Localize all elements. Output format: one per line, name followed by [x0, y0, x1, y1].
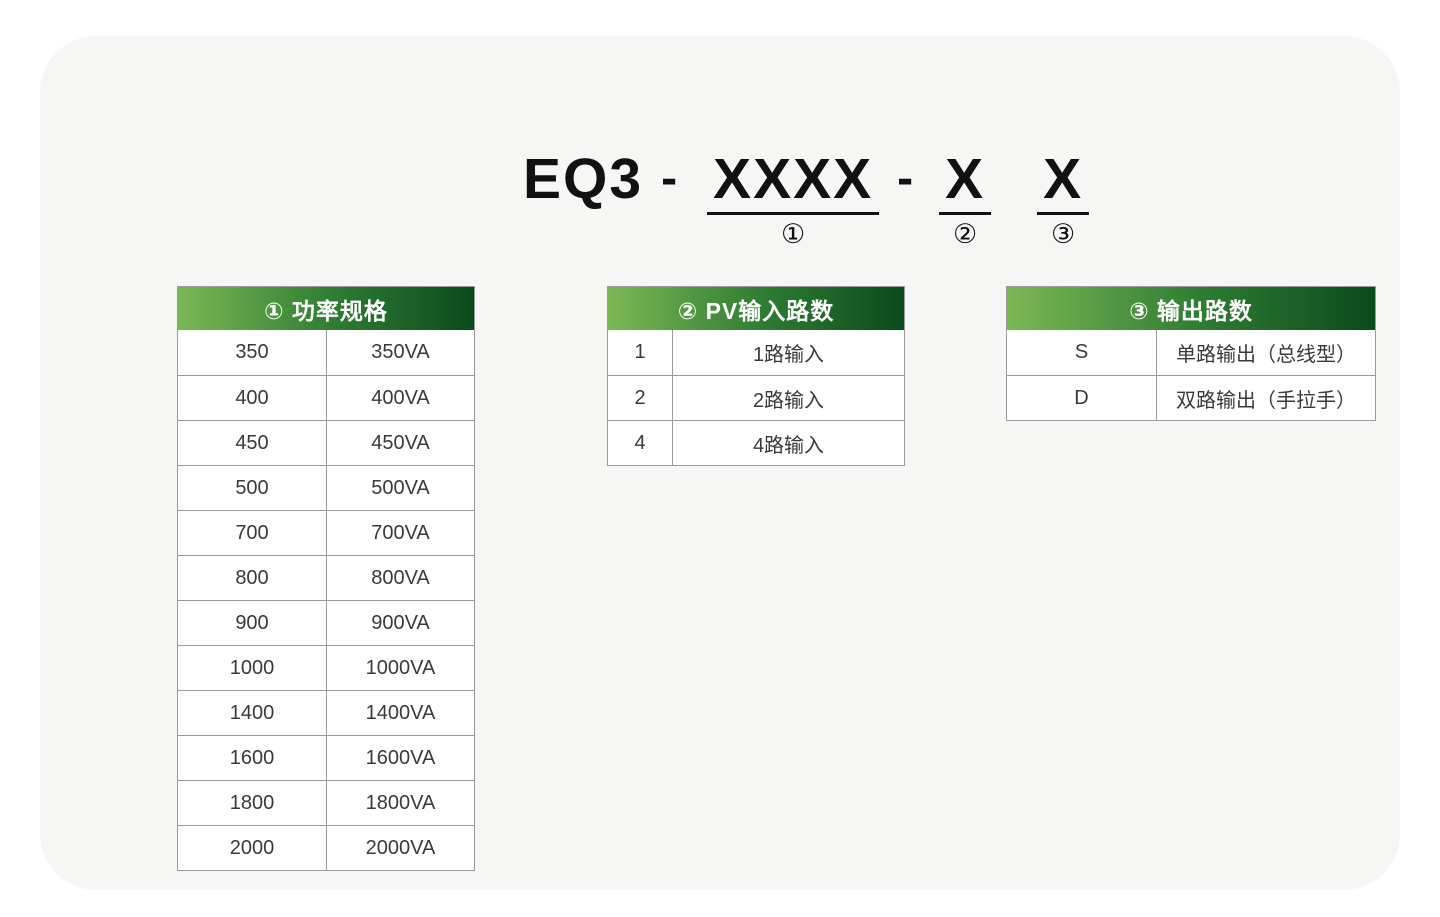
table-cell: 2000 [229, 836, 275, 859]
table-cell: 1400VA [326, 691, 474, 735]
segment-output-placeholder: X [1037, 148, 1090, 215]
table-row: 2 2路输入 [608, 375, 904, 420]
table-cell: 700 [235, 521, 269, 544]
output-type-table-body: S 单路输出（总线型） D 双路输出（手拉手） [1007, 330, 1375, 420]
marker-2-icon: ② [953, 219, 978, 249]
table-cell: 1 [634, 341, 646, 363]
segment-pv-placeholder: X [939, 148, 992, 215]
table-cell: 1000 [229, 656, 275, 679]
power-spec-table-body: 350 350VA 400 400VA 450 450VA 500 500VA 700 700VA… [178, 330, 474, 870]
separator-dash: - [661, 152, 680, 205]
table-cell: 1600 [229, 746, 275, 769]
table-row: S 单路输出（总线型） [1007, 330, 1375, 375]
model-code-title: EQ3 - XXXX ① - X ② X ③ [523, 147, 1090, 249]
table-cell: 350 [235, 341, 269, 363]
table-cell: 1000VA [326, 646, 474, 690]
table-cell: 800VA [326, 556, 474, 600]
table-cell: 双路输出（手拉手） [1156, 376, 1375, 420]
table-cell: 1800 [229, 791, 275, 814]
table-cell: 500VA [326, 466, 474, 510]
table-cell: 800 [235, 566, 269, 589]
output-type-table: ③ 输出路数 S 单路输出（总线型） D 双路输出（手拉手） [1006, 286, 1376, 421]
table-cell: 1600VA [326, 736, 474, 780]
table-row: 1800 1800VA [178, 780, 474, 825]
table-cell: 1路输入 [672, 330, 904, 375]
model-segment-pv-input: X ② [939, 148, 992, 249]
table-cell: 450VA [326, 421, 474, 465]
marker-3-icon: ③ [1051, 219, 1076, 249]
table-row: 450 450VA [178, 420, 474, 465]
power-spec-table-header: ① 功率规格 [178, 287, 474, 330]
table-row: 2000 2000VA [178, 825, 474, 870]
table-row: 400 400VA [178, 375, 474, 420]
pv-input-table-header: ② PV输入路数 [608, 287, 904, 330]
table-row: 350 350VA [178, 330, 474, 375]
segment-power-placeholder: XXXX [707, 148, 880, 215]
table-cell: D [1074, 386, 1089, 409]
table-cell: 2路输入 [672, 376, 904, 420]
table-cell: 4 [634, 431, 646, 454]
table-cell: 1800VA [326, 781, 474, 825]
table-cell: 500 [235, 476, 269, 499]
pv-input-table: ② PV输入路数 1 1路输入 2 2路输入 4 4路输入 [607, 286, 905, 466]
table-cell: S [1074, 341, 1089, 363]
table-row: 900 900VA [178, 600, 474, 645]
table-row: D 双路输出（手拉手） [1007, 375, 1375, 420]
table-cell: 350VA [326, 330, 474, 375]
model-segment-power: XXXX ① [707, 148, 880, 249]
table-cell: 4路输入 [672, 421, 904, 465]
table-cell: 400 [235, 386, 269, 409]
separator-dash: - [897, 152, 916, 205]
pv-input-table-body: 1 1路输入 2 2路输入 4 4路输入 [608, 330, 904, 465]
table-cell: 2000VA [326, 826, 474, 870]
table-row: 700 700VA [178, 510, 474, 555]
table-cell: 单路输出（总线型） [1156, 330, 1375, 375]
table-row: 1400 1400VA [178, 690, 474, 735]
table-row: 800 800VA [178, 555, 474, 600]
table-cell: 450 [235, 431, 269, 454]
table-row: 4 4路输入 [608, 420, 904, 465]
table-cell: 400VA [326, 376, 474, 420]
table-cell: 900 [235, 611, 269, 634]
output-type-table-header: ③ 输出路数 [1007, 287, 1375, 330]
table-row: 1600 1600VA [178, 735, 474, 780]
table-cell: 900VA [326, 601, 474, 645]
table-cell: 700VA [326, 511, 474, 555]
marker-1-icon: ① [780, 219, 806, 249]
table-row: 1000 1000VA [178, 645, 474, 690]
model-segment-output: X ③ [1037, 148, 1090, 249]
table-row: 1 1路输入 [608, 330, 904, 375]
table-cell: 1400 [229, 701, 275, 724]
model-prefix: EQ3 [523, 147, 644, 211]
table-cell: 2 [634, 386, 646, 409]
table-row: 500 500VA [178, 465, 474, 510]
